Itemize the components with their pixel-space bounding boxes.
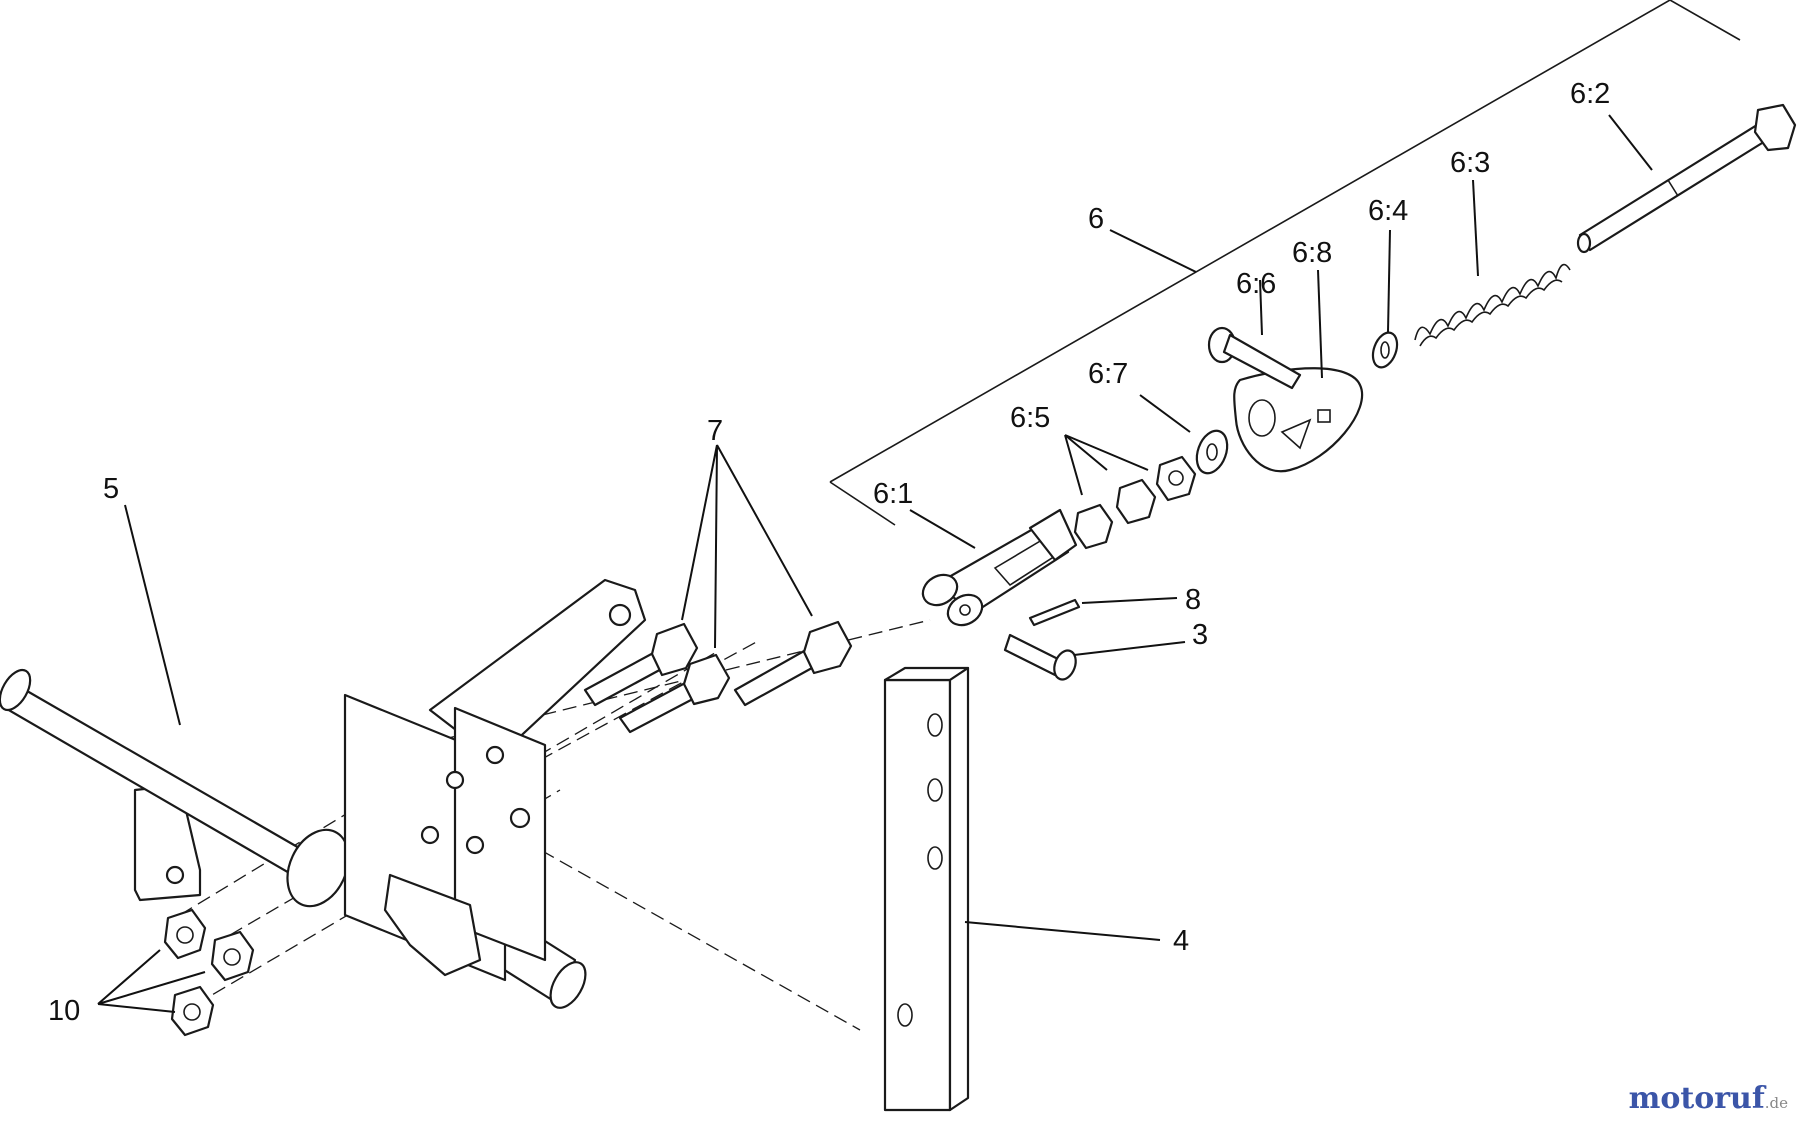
part-3-clevis-pin [1003, 633, 1077, 681]
callout-6-4: 6:4 [1368, 195, 1408, 227]
bolt-2 [618, 653, 731, 734]
callout-6-6: 6:6 [1236, 268, 1276, 300]
part-6-1-clevis [921, 508, 1078, 627]
callout-10: 10 [48, 995, 80, 1027]
callout-6-3: 6:3 [1450, 147, 1490, 179]
watermark-logo: motoruf.de [1628, 1081, 1788, 1116]
part-5-shaft-bracket [0, 578, 647, 1009]
part-7-bolts [583, 620, 853, 734]
part-6-5-nuts [1073, 455, 1197, 550]
callout-3: 3 [1192, 619, 1208, 651]
bolt-1 [583, 622, 699, 707]
callout-6-5: 6:5 [1010, 402, 1050, 434]
nut-1 [163, 908, 207, 960]
callout-8: 8 [1185, 584, 1201, 616]
part-6-2-rod [1576, 103, 1797, 254]
assembly-6-bracket [829, 0, 1741, 526]
callout-6: 6 [1088, 203, 1104, 235]
part-6-4-bushing [1371, 331, 1399, 369]
part-6-7-washer [1195, 429, 1229, 475]
callout-6-1: 6:1 [873, 478, 913, 510]
callout-5: 5 [103, 473, 119, 505]
callout-4: 4 [1173, 925, 1189, 957]
callout-labels: 5 7 6 6:1 6:2 6:3 6:4 6:5 6:6 6:7 6:8 8 … [48, 78, 1610, 1027]
part-6-3-spring [1414, 263, 1571, 347]
part-4-square-bar [883, 666, 970, 1112]
leader-lines [97, 114, 1653, 1013]
nut-2 [210, 930, 255, 982]
part-6-6-pin [1207, 326, 1302, 390]
callout-6-7: 6:7 [1088, 358, 1128, 390]
bolt-3 [733, 620, 853, 707]
part-10-nuts [163, 908, 255, 1037]
part-8-cotter-pin [1028, 598, 1081, 627]
callout-7: 7 [707, 415, 723, 447]
part-6-8-block [1233, 367, 1364, 473]
nut-3 [170, 985, 215, 1037]
callout-6-8: 6:8 [1292, 237, 1332, 269]
callout-6-2: 6:2 [1570, 78, 1610, 110]
